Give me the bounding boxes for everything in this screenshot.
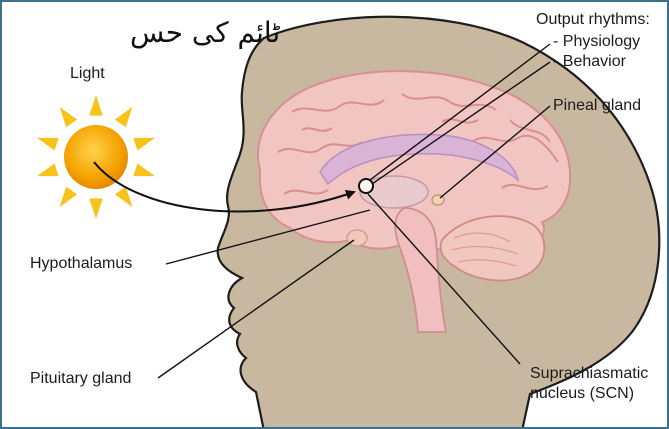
sun-icon [37,95,155,219]
scn-marker [359,179,373,193]
scn-label-line1: Suprachiasmatic [530,364,648,383]
output-rhythms-heading: Output rhythms: [536,10,650,29]
hypothalamus-label: Hypothalamus [30,254,132,273]
sun-ray [60,187,77,208]
output-behavior-label: - Behavior [553,52,626,71]
pineal-gland-label: Pineal gland [553,96,641,115]
sun-ray [37,138,59,151]
output-physiology-label: - Physiology [553,32,640,51]
pituitary-gland-label: Pituitary gland [30,369,131,388]
sun-ray [60,107,77,128]
page-title: ٹائم کی حس [130,16,280,49]
sun-ray [133,138,155,151]
light-label: Light [70,64,105,83]
scn-label-line2: nucleus (SCN) [530,384,634,403]
sun-ray [89,198,102,219]
sun-ray [89,95,102,116]
sun-ray [115,107,132,128]
sun-ray [37,163,59,176]
sun-ray [133,163,155,176]
